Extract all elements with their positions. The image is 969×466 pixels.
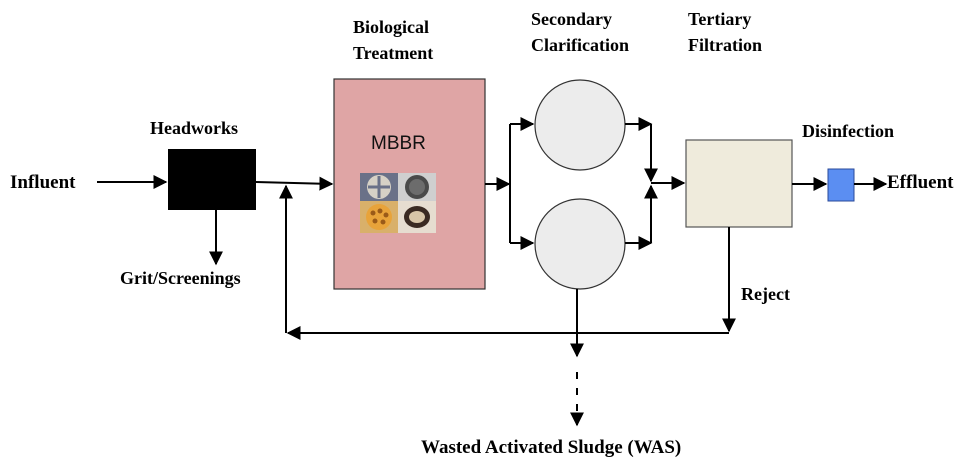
headworks-label: Headworks: [150, 118, 239, 138]
secondary-label-line1: Secondary: [531, 9, 612, 29]
secondary-label-line2: Clarification: [531, 35, 629, 55]
tertiary-label-line1: Tertiary: [688, 9, 752, 29]
reject-label: Reject: [741, 284, 790, 304]
disinfection-label: Disinfection: [802, 121, 894, 141]
secondary-clarifier-bottom: [534, 198, 626, 290]
tertiary-filtration-box: [685, 139, 793, 228]
tertiary-label-line2: Filtration: [688, 35, 762, 55]
headworks-to-bio-arrow: [255, 176, 334, 191]
biological-label-line2: Treatment: [353, 43, 434, 63]
mbbr-media-image: [360, 173, 436, 233]
influent-label: Influent: [10, 172, 76, 193]
secondary-clarifier-top: [534, 79, 626, 171]
grit-screenings-label: Grit/Screenings: [120, 268, 241, 288]
biological-label-line1: Biological: [353, 17, 429, 37]
was-label: Wasted Activated Sludge (WAS): [421, 437, 682, 458]
disinfection-box: [827, 168, 855, 202]
effluent-label: Effluent: [887, 172, 954, 193]
mbbr-label: MBBR: [371, 133, 426, 154]
headworks-box: [168, 149, 256, 210]
